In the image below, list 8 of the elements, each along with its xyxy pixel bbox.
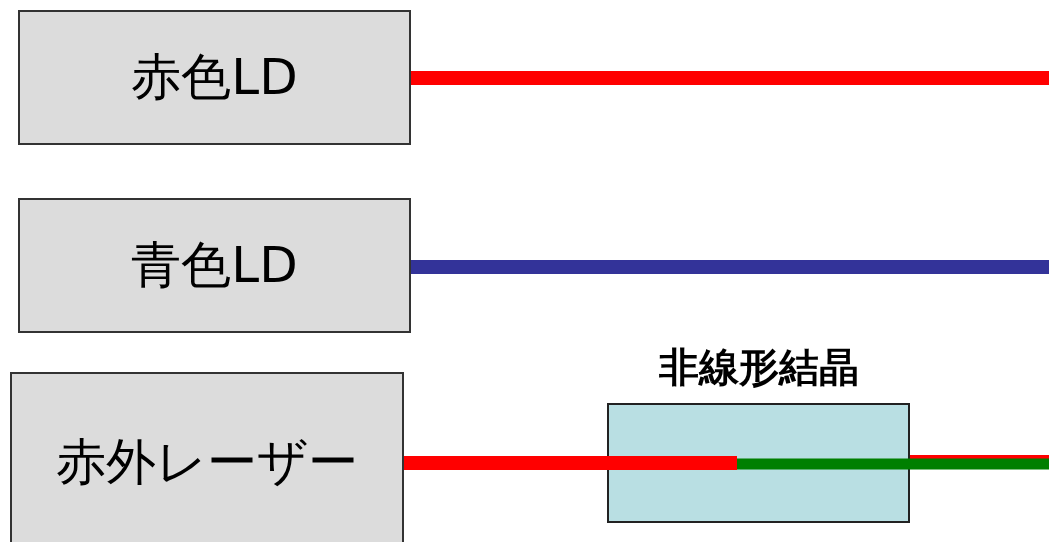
laser-box: 赤外レーザー xyxy=(10,372,404,542)
laser-box: 青色LD xyxy=(18,198,411,333)
beam-line xyxy=(411,260,1049,274)
beam-line xyxy=(404,456,737,470)
beam-line xyxy=(411,71,1049,85)
laser-box: 赤色LD xyxy=(18,10,411,145)
beam-line xyxy=(737,458,1049,470)
crystal-label: 非線形結晶 xyxy=(657,343,860,392)
